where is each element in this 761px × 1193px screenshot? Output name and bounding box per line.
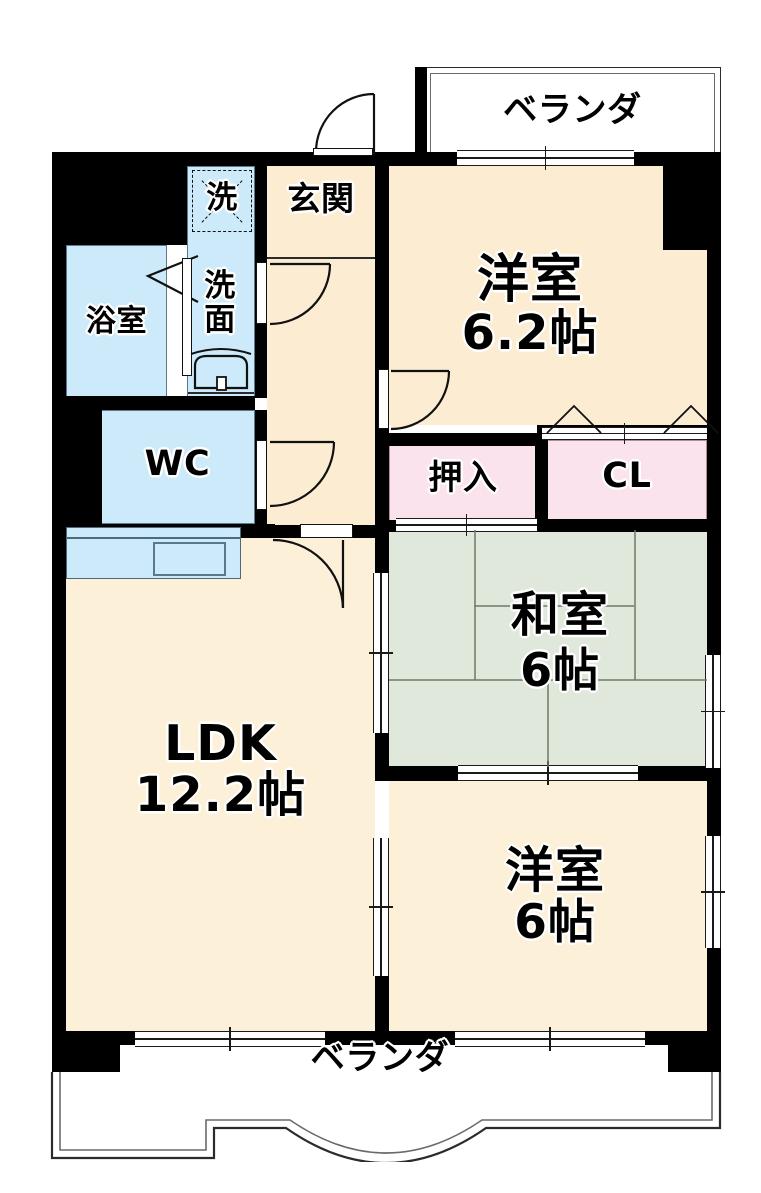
- window-balcony-top[interactable]: [457, 146, 634, 170]
- door-entrance-leaf: [313, 148, 373, 156]
- door-wc[interactable]: [268, 440, 338, 512]
- interior-wall-closet-bottom-right: [536, 519, 707, 532]
- veranda-top-left-wall: [415, 67, 427, 157]
- interior-wall-washitsu-bottom-right: [636, 766, 707, 781]
- interior-wall-closet-divider: [535, 433, 548, 523]
- structural-notch-bottom-right: [668, 1031, 721, 1075]
- window-yoshitsu6-right[interactable]: [701, 836, 725, 948]
- washbasin: [189, 344, 253, 394]
- room-oshiire: [389, 445, 537, 521]
- room-yoshitsu-6: [389, 781, 707, 1031]
- tatami-line-v3: [547, 679, 549, 767]
- veranda-top-outline-inner: [430, 73, 715, 157]
- door-washroom[interactable]: [268, 262, 334, 326]
- closet-hanger-mark-left: [545, 404, 603, 434]
- genkan-step-line: [267, 257, 375, 259]
- door-yoshitsu-62[interactable]: [389, 369, 455, 431]
- interior-wall-wc-left: [88, 410, 102, 524]
- sliding-door-oshiire[interactable]: [396, 514, 537, 536]
- sliding-door-washitsu-bottom[interactable]: [458, 761, 638, 785]
- door-wc-jamb: [256, 440, 267, 510]
- window-balcony-ldk[interactable]: [135, 1027, 325, 1051]
- room-ldk: [66, 525, 375, 1031]
- interior-wall-ldk-right-lower: [375, 975, 389, 1031]
- tatami-line-h1: [474, 605, 634, 607]
- washing-machine-pan: [192, 170, 252, 232]
- door-bath-jamb: [182, 258, 192, 376]
- interior-wall-hallway-right: [375, 166, 389, 525]
- door-washroom-jamb: [256, 262, 267, 324]
- room-veranda-top: [424, 67, 721, 157]
- interior-wall-washitsu-bottom: [375, 766, 481, 781]
- window-balcony-yoshitsu6[interactable]: [455, 1027, 645, 1051]
- room-cl: [547, 440, 707, 521]
- exterior-wall-right: [707, 152, 721, 1045]
- kitchen-sink-basin: [153, 542, 226, 576]
- structural-notch-bottom-left: [52, 1031, 120, 1075]
- veranda-bottom-shape: [48, 1070, 724, 1165]
- closet-hanger-mark-right: [662, 404, 720, 434]
- exterior-wall-left: [52, 152, 66, 1045]
- door-entrance[interactable]: [310, 88, 380, 156]
- interior-wall-hallway-bottom-left: [267, 525, 301, 538]
- interior-wall-bath-bottom: [66, 396, 255, 410]
- sliding-door-ldk-washitsu[interactable]: [369, 573, 393, 733]
- room-wc: [100, 410, 255, 524]
- washbasin-counter-line: [188, 392, 254, 394]
- window-washitsu-right[interactable]: [701, 655, 725, 768]
- interior-wall-closet-bottom-left: [375, 520, 397, 532]
- structural-notch-upper-right: [663, 152, 721, 250]
- sliding-door-ldk-yoshitsu6[interactable]: [369, 838, 393, 976]
- room-yoshitsu-62-notch: [663, 250, 707, 425]
- door-bath-folding[interactable]: [145, 254, 202, 310]
- structural-block-upper-left: [52, 152, 187, 245]
- interior-wall-closet-top: [375, 433, 542, 446]
- door-ldk-threshold: [300, 524, 353, 538]
- door-ldk[interactable]: [271, 538, 347, 612]
- door-yoshitsu-62-jamb: [378, 369, 389, 429]
- tatami-line-v2: [634, 530, 636, 680]
- room-genkan: [267, 166, 375, 258]
- kitchen-counter-backsplash: [66, 537, 241, 539]
- room-bath: [66, 245, 167, 397]
